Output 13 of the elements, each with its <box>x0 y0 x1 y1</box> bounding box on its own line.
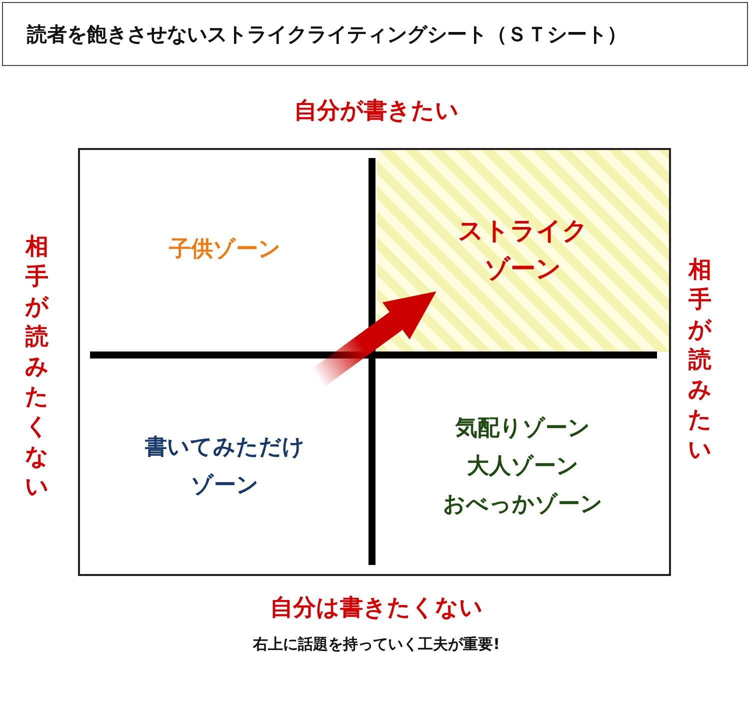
arrow <box>312 291 436 387</box>
axis-label: 相手が読みたくない <box>24 233 50 502</box>
zone-label: ストライクゾーン <box>457 215 589 285</box>
zone-label: おべっかゾーン <box>443 490 603 518</box>
axis-label: 相手が読みたい <box>687 256 713 465</box>
axis-label: 自分が書きたい <box>293 97 460 126</box>
axis-label: 自分は書きたくない <box>269 594 484 623</box>
zone-label: 大人ゾーン <box>467 452 579 480</box>
zone-label: 書いてみただけゾーン <box>144 434 306 500</box>
zone-label: 気配りゾーン <box>456 414 590 442</box>
zone-label: 子供ゾーン <box>169 236 281 264</box>
note-text: 右上に話題を持っていく工夫が重要! <box>252 635 501 654</box>
title-box: 読者を飽きさせないストライクライティングシート（ＳＴシート） <box>2 2 748 66</box>
